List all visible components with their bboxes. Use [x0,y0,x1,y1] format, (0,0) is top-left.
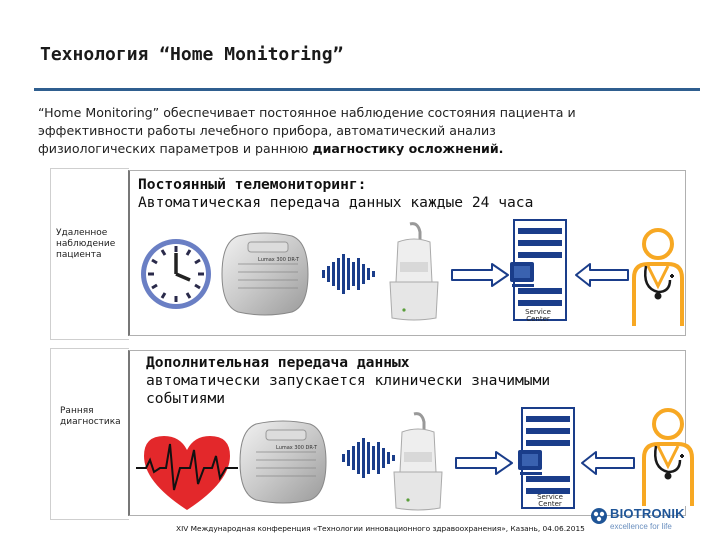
title-underline [34,88,700,91]
intro-line-3: физиологических параметров и раннюю диаг… [38,140,698,158]
intro-paragraph: “Home Monitoring” обеспечивает постоянно… [38,104,698,158]
logo-name: BIOTRONIK [610,506,685,521]
arrow-right-icon [451,263,509,287]
pacemaker-device-icon-2: Lumax 300 DR-T [239,420,327,504]
arrow-right-icon-2 [455,451,513,475]
panel-daily-telemonitoring [128,170,686,336]
doctor-icon [632,228,684,326]
side-label-early-diagnostics: Ранняя диагностика [60,406,121,427]
panel2-text: Дополнительная передача данных автоматич… [146,354,550,408]
pacemaker-device-icon: Lumax 300 DR-T [221,232,309,316]
intro-line-3-text: физиологических параметров и раннюю [38,141,313,156]
biotronik-logo-mark-icon [591,508,607,524]
panel-event-triggered-transfer [128,350,686,516]
arrow-left-icon-2 [581,451,635,475]
panel2-heading-line-2: автоматически запускается клинически зна… [146,372,551,389]
service-center-label-1: Service Center [525,308,551,323]
clock-icon [141,239,211,309]
side-frame-2 [50,348,129,520]
panel1-subheading: Автоматическая передача данных каждые 24… [138,194,534,211]
footer-conference-text: XIV Международная конференция «Технологи… [176,524,585,533]
panel2-heading-line-3: событиями [146,390,226,407]
arrow-left-icon [575,263,629,287]
panel1-text: Постоянный телемониторинг: Автоматическа… [138,176,533,212]
intro-bold-text: диагностику осложнений. [312,141,504,156]
biotronik-logo: BIOTRONIK excellence for life [588,506,698,536]
intro-line-1: “Home Monitoring” обеспечивает постоянно… [38,105,576,120]
transmitter-device-icon [389,222,439,321]
side-label-remote-monitoring: Удаленное наблюдение пациента [56,228,116,260]
transmitter-device-icon-2 [393,412,443,511]
doctor-icon-2 [642,408,694,506]
panel2-heading-line-1: Дополнительная передача данных [146,354,410,371]
service-center-icon-2 [518,407,575,509]
side-frame-1 [50,168,129,340]
service-center-icon [510,219,567,321]
wireless-signal-icon-2 [342,438,395,478]
device-label: Lumax 300 DR-T [258,257,300,263]
intro-line-2: эффективности работы лечебного прибора, … [38,123,496,138]
panel1-heading: Постоянный телемониторинг: [138,176,367,193]
wireless-signal-icon [322,254,375,294]
heart-ecg-icon [136,436,238,510]
service-center-label-2: Service Center [537,493,563,508]
device-label-2: Lumax 300 DR-T [276,445,318,451]
slide-title: Технология “Home Monitoring” [40,44,344,65]
logo-tagline: excellence for life [610,522,672,531]
